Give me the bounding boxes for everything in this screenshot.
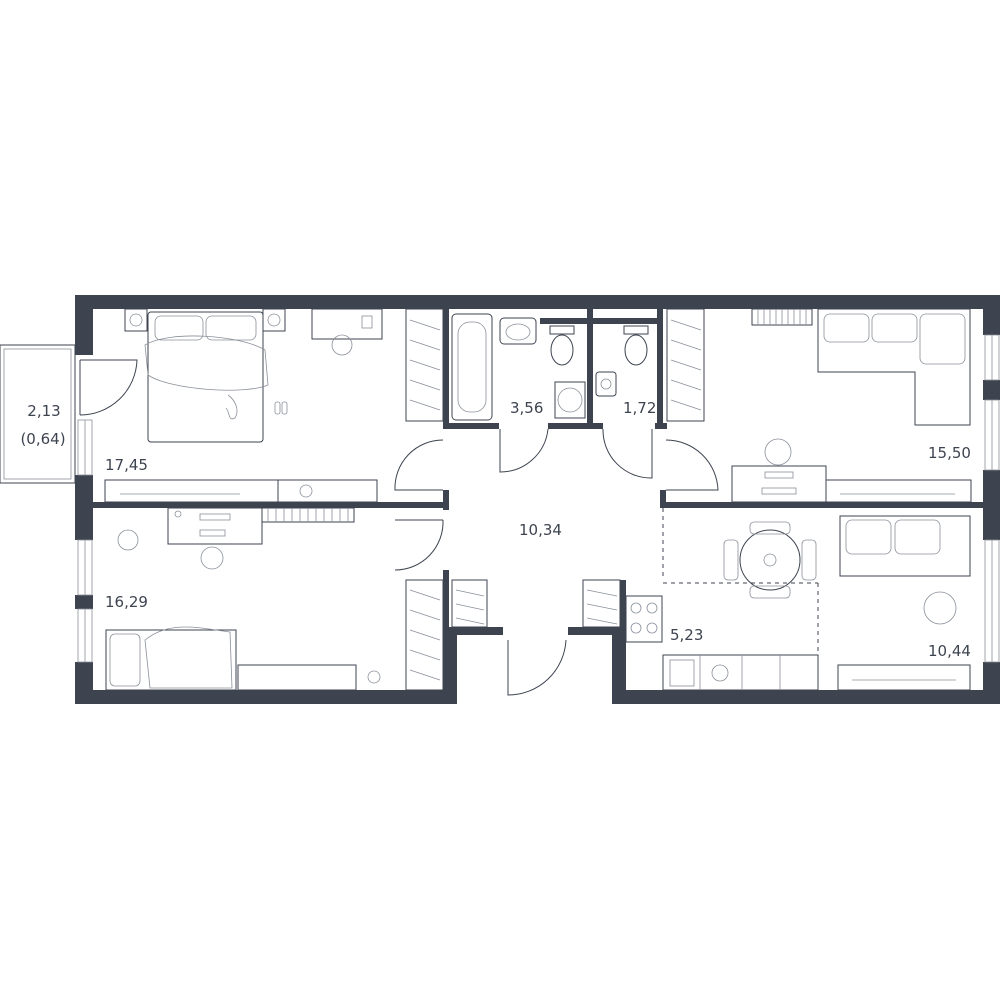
bedroom-2-furniture [105,507,444,691]
area-toilet: 1,72 [623,399,656,417]
toilet-fixtures [595,325,649,397]
living-room-furniture [666,308,972,503]
area-bathroom: 3,56 [510,399,543,417]
walls [75,295,1000,704]
area-balcony: 2,13 [27,402,60,420]
area-bedroom-1: 17,45 [105,456,148,474]
kitchen-furniture [625,508,971,691]
area-kitchen: 5,23 [670,626,703,644]
area-labels: 2,13 (0,64) 17,45 16,29 3,56 1,72 10,34 … [20,399,971,660]
window-bedroom-2 [77,539,93,663]
doors [394,428,719,696]
bathroom-fixtures [451,313,586,421]
area-dining-room: 10,44 [928,642,971,660]
hallway-furniture [451,579,621,628]
area-bedroom-2: 16,29 [105,593,148,611]
area-living-room: 15,50 [928,444,971,462]
bedroom-1-furniture [104,308,444,503]
window-right [984,334,1000,663]
area-balcony-note: (0,64) [20,430,65,448]
area-hallway: 10,34 [519,521,562,539]
balcony [0,344,138,484]
